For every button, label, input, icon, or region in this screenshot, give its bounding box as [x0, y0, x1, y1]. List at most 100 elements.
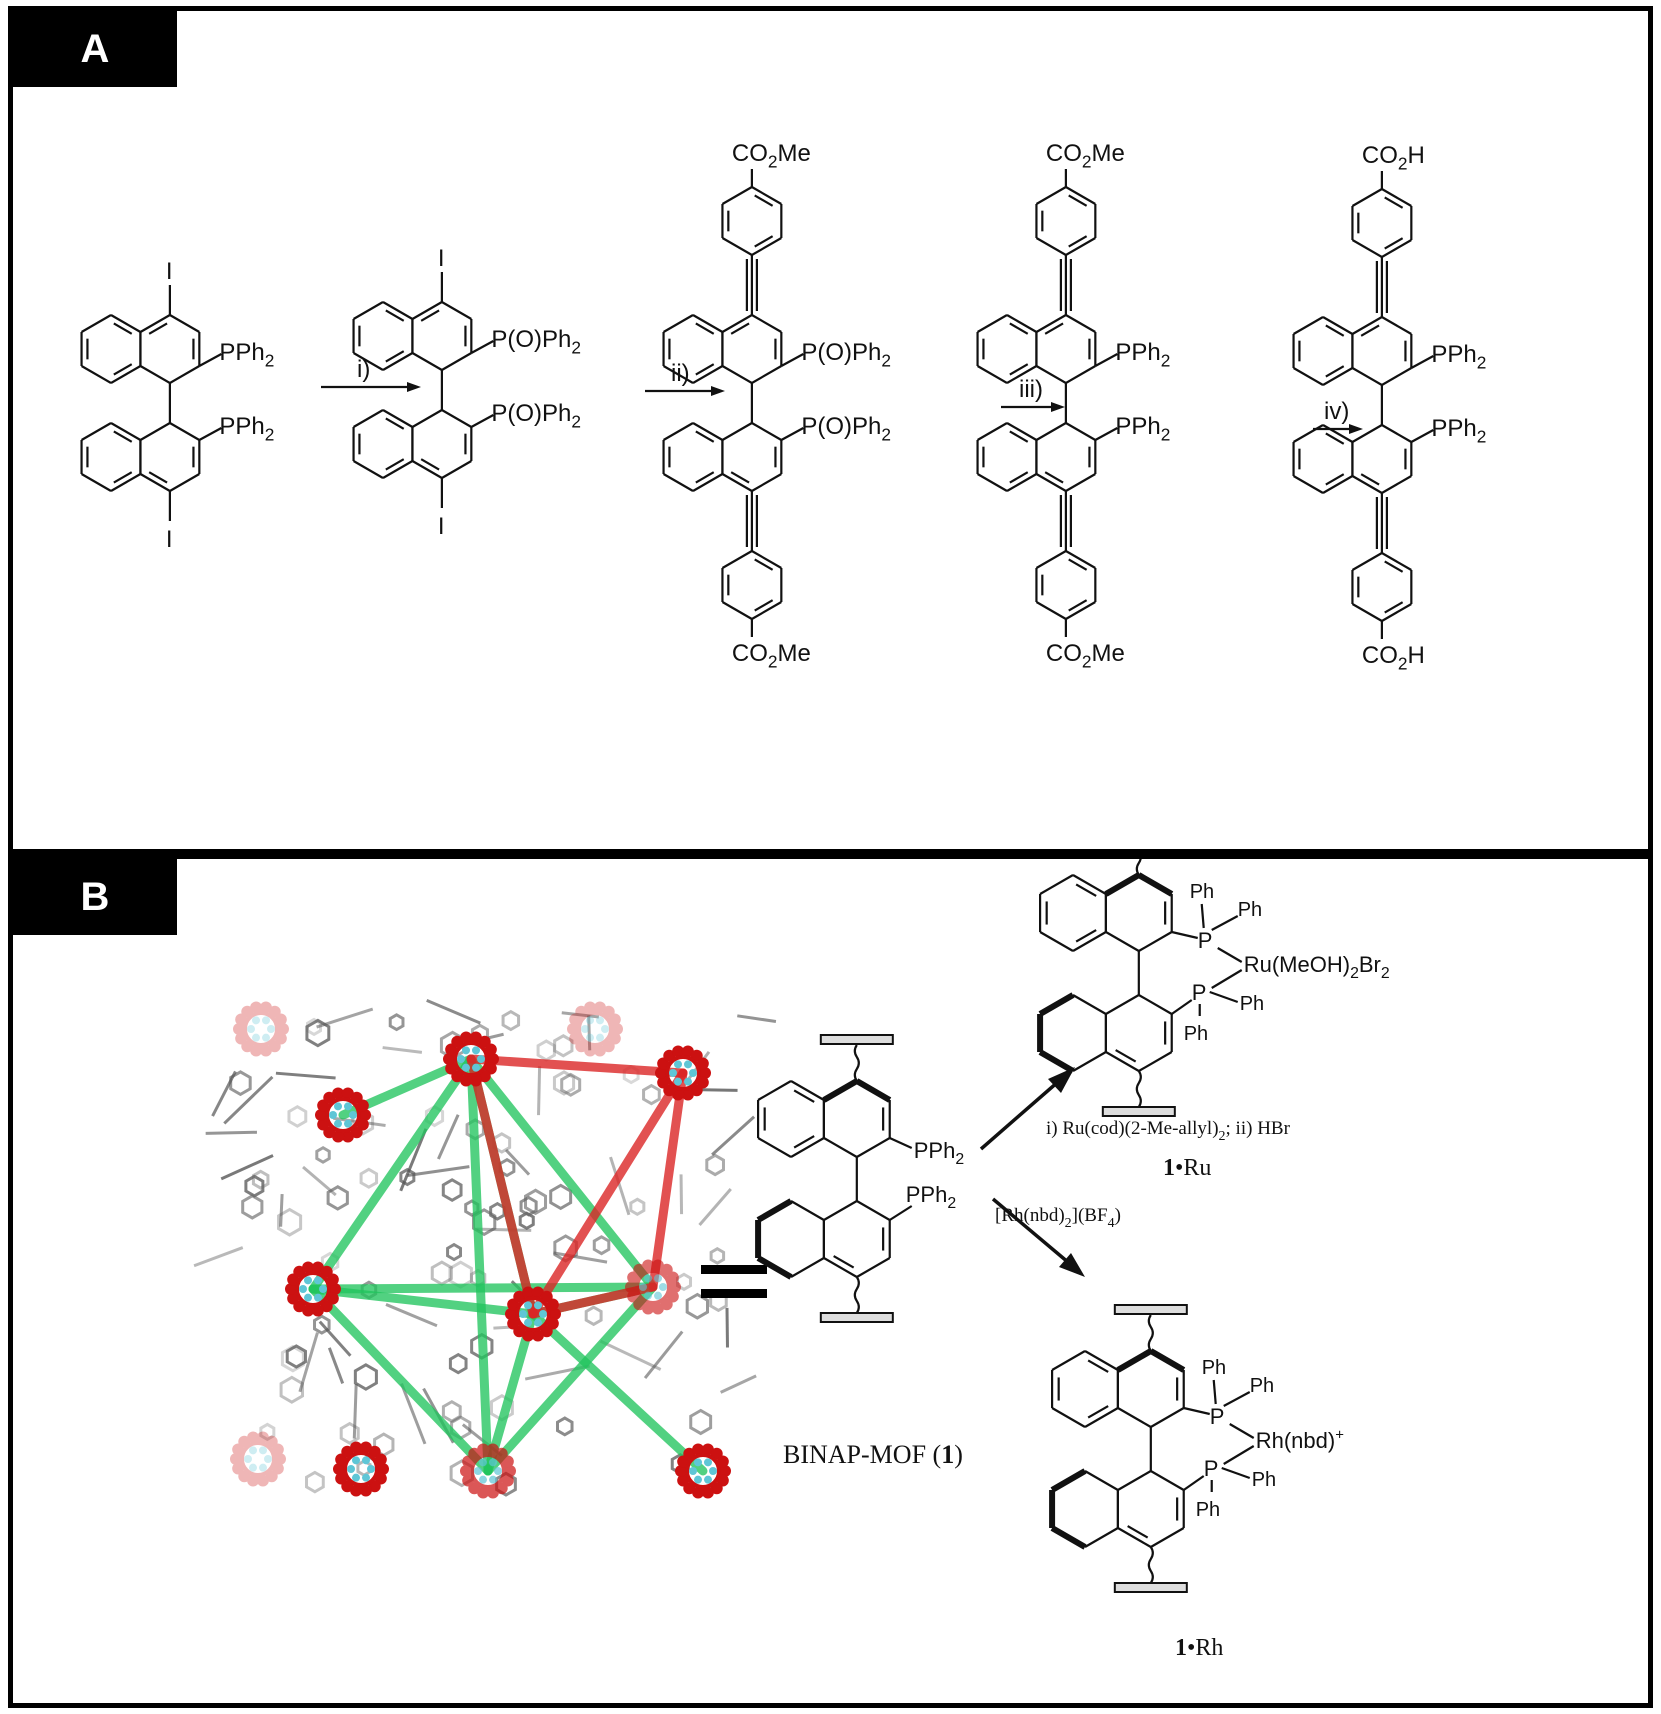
mof-cluster-core	[577, 1011, 613, 1047]
label-part: 2	[1398, 654, 1408, 674]
bond	[1065, 314, 1096, 333]
phenyl-label: Ph	[1250, 1375, 1274, 1397]
wavy-bond	[1147, 1546, 1154, 1584]
mof-strut	[537, 1066, 542, 1116]
label-part: PPh	[219, 413, 264, 440]
pph2-label: PPh2	[1115, 339, 1170, 371]
mof-cluster-node	[233, 1001, 289, 1057]
bond	[1006, 473, 1037, 492]
mof-strut	[302, 1165, 337, 1197]
mof-metal	[654, 1291, 662, 1300]
mof-metal	[334, 1102, 342, 1111]
iodo-label: I	[166, 258, 173, 285]
mof-oxygen	[692, 1443, 705, 1456]
bond	[441, 460, 472, 479]
bond	[1044, 471, 1064, 484]
bond	[1137, 872, 1174, 897]
mof-metal	[319, 1285, 327, 1293]
mof-linker	[705, 1153, 725, 1177]
mof-metal	[249, 1446, 257, 1455]
label-part: •Rh	[1187, 1635, 1223, 1661]
bond	[1293, 424, 1324, 443]
mof-linker	[592, 1235, 611, 1256]
mof-oxygen	[329, 1283, 341, 1295]
reaction-arrow	[321, 382, 421, 392]
mof-metal	[586, 1016, 594, 1025]
mof-metal	[669, 1069, 677, 1077]
bond	[1200, 903, 1205, 929]
arrow-head	[1051, 402, 1065, 412]
mof-strut	[476, 1227, 532, 1232]
bond	[856, 1257, 891, 1278]
bond	[382, 352, 413, 371]
mof-metal	[494, 1467, 502, 1475]
wavy-bond	[1147, 1314, 1154, 1352]
mof-oxygen	[268, 1040, 281, 1053]
bond	[1065, 365, 1096, 384]
mof-strut	[327, 1347, 345, 1384]
bond	[1009, 363, 1029, 376]
bond	[823, 1137, 858, 1158]
label-part: P(O)Ph	[491, 326, 571, 353]
bond	[1138, 931, 1173, 952]
mof-metal	[252, 1033, 260, 1042]
mof-linker	[685, 1292, 710, 1320]
reaction-arrow	[1313, 424, 1363, 434]
bond	[1171, 930, 1198, 940]
mof-oxygen	[274, 1013, 287, 1026]
bond	[1050, 1525, 1087, 1550]
label-part: 2	[571, 338, 581, 358]
bond	[692, 422, 723, 441]
mof-oxygen	[374, 1453, 387, 1466]
wavy-bond	[853, 1044, 860, 1082]
mof-metal	[349, 1111, 357, 1119]
bond	[1381, 552, 1412, 571]
mof-oxygen	[522, 1286, 535, 1299]
bond	[1065, 237, 1096, 256]
mof-cluster-core	[515, 1296, 551, 1332]
mof-linker	[441, 1178, 463, 1203]
mof-oxygen	[232, 1443, 245, 1456]
bond	[751, 237, 782, 256]
mof-metal	[362, 1473, 370, 1482]
bond	[148, 322, 168, 335]
mof-cluster-node	[333, 1441, 389, 1497]
mof-metal	[304, 1276, 312, 1285]
bond	[1104, 872, 1141, 897]
bond	[139, 365, 171, 384]
bond	[1325, 432, 1345, 445]
mof-oxygen	[669, 1281, 681, 1293]
bond	[1065, 186, 1096, 205]
phenyl-label: Ph	[1202, 1357, 1226, 1379]
bond	[411, 352, 443, 371]
label-part: 2	[947, 1195, 956, 1212]
label-part: 2	[1350, 965, 1359, 982]
mof-metal	[644, 1274, 652, 1283]
mof-linker	[306, 1017, 323, 1037]
mof-metal	[259, 1446, 267, 1455]
bond	[385, 350, 405, 363]
bond	[411, 301, 443, 320]
mof-metal	[684, 1077, 692, 1086]
bond	[1381, 316, 1412, 335]
mof-linker	[629, 1197, 646, 1217]
mof-oxygen	[625, 1281, 637, 1293]
mof-metal	[299, 1285, 307, 1293]
mof-oxygen	[341, 1130, 354, 1143]
label-part: Me	[777, 640, 810, 667]
label-part: 2	[1477, 353, 1487, 373]
bond	[1075, 929, 1097, 943]
bond	[411, 460, 443, 479]
bond	[1211, 969, 1243, 989]
label-part: 2	[1398, 154, 1408, 174]
mof-linker	[339, 1421, 360, 1445]
mof-metal	[489, 1458, 497, 1467]
bond	[81, 422, 112, 441]
mof-oxygen	[666, 1271, 679, 1284]
mof-cluster-core	[343, 1451, 379, 1487]
mof-metal	[474, 1467, 482, 1475]
mof-metal	[581, 1025, 589, 1033]
